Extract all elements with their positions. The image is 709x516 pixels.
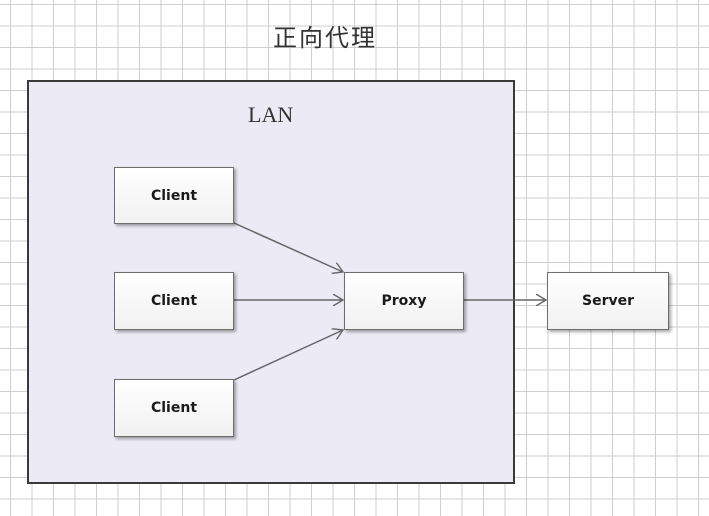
lan-label: LAN <box>248 102 294 127</box>
diagram-title: 正向代理 <box>273 24 377 52</box>
server-node: Server <box>547 272 669 330</box>
client-node-3: Client <box>114 379 234 437</box>
proxy-node: Proxy <box>344 272 464 330</box>
client-node-1: Client <box>114 167 234 224</box>
client-node-2: Client <box>114 272 234 330</box>
